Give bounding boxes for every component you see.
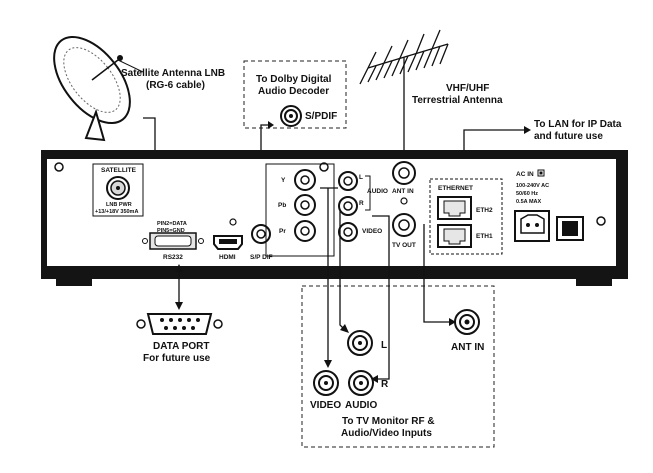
ac-in-label: AC IN <box>516 171 534 178</box>
hdmi-label: HDMI <box>219 254 236 261</box>
y-label: Y <box>281 177 286 184</box>
dolby-label-line1: To Dolby Digital <box>256 74 332 85</box>
audio-l-cable-arrow <box>340 324 349 333</box>
audio-r-cable-arrow <box>371 375 378 383</box>
panel-tv-out-label: TV OUT <box>392 242 416 249</box>
ac-voltage-label: 100-240V AC <box>516 183 549 189</box>
ac-freq-label: 50/60 Hz <box>516 191 538 197</box>
spdif-arrow <box>268 121 274 129</box>
panel-r-label: R <box>359 200 364 207</box>
data-port-label: DATA PORT <box>153 341 209 352</box>
component-y-jack <box>294 169 316 191</box>
tv-video-label: VIDEO <box>310 400 341 411</box>
panel-audio-label: AUDIO <box>367 188 388 195</box>
satellite-f-connector <box>106 176 130 200</box>
eth1-label: ETH1 <box>476 233 493 240</box>
tv-audio-label: AUDIO <box>345 400 377 411</box>
tv-box-label-line1: To TV Monitor RF & <box>342 416 435 427</box>
audio-bracket <box>365 175 371 211</box>
lan-arrow-right <box>524 126 531 134</box>
tv-box-label-line2: Audio/Video Inputs <box>341 428 432 439</box>
spdif-panel-label: S/P DIF <box>250 254 273 261</box>
tv-video-jack <box>313 370 339 396</box>
data-port-arrow-down <box>175 302 183 310</box>
lan-label-line1: To LAN for IP Data <box>534 119 622 130</box>
lnb-voltage-label: +13/+18V 350mA <box>95 209 138 215</box>
eth1-port <box>437 224 472 248</box>
data-port-arrow-up <box>175 264 183 272</box>
satellite-section-frame <box>92 163 144 217</box>
eth2-port <box>437 196 472 220</box>
audio-r-panel-jack <box>338 196 358 216</box>
video-cable-arrow <box>324 360 332 368</box>
tv-audio-l-jack <box>347 330 373 356</box>
dolby-label-line2: Audio Decoder <box>258 86 329 97</box>
ac-current-label: 0.5A MAX <box>516 199 541 205</box>
tv-out-cable-arrow <box>449 318 456 326</box>
terrestrial-label-line2: Terrestrial Antenna <box>412 95 503 106</box>
data-port-sublabel: For future use <box>143 353 211 364</box>
pin2-label: PIN2=DATA <box>157 221 187 227</box>
component-section-frame <box>265 163 335 257</box>
video-panel-jack <box>338 222 358 242</box>
lnb-pwr-label: LNB PWR <box>106 202 132 208</box>
pin5-label: PIN5=GND <box>157 228 185 234</box>
panel-ant-in-label: ANT IN <box>392 188 414 195</box>
terrestrial-antenna-icon <box>359 29 449 135</box>
satellite-dish-icon <box>53 35 144 142</box>
tv-monitor-box <box>301 285 495 448</box>
terrestrial-label-line1: VHF/UHF <box>446 83 489 94</box>
ac-power-socket <box>514 210 550 242</box>
tv-ant-in-connector <box>454 309 480 335</box>
power-switch <box>556 216 584 241</box>
pr-label: Pr <box>279 228 286 235</box>
ethernet-section-frame <box>429 178 503 255</box>
component-pr-jack <box>294 220 316 242</box>
tv-ant-in-label: ANT IN <box>451 342 484 353</box>
component-pb-jack <box>294 194 316 216</box>
eth2-label: ETH2 <box>476 207 493 214</box>
ant-in-panel-connector <box>392 161 416 185</box>
rs232-label: RS232 <box>163 254 183 261</box>
satellite-label-line1: Satellite Antenna LNB <box>121 68 225 79</box>
tv-out-cable <box>423 224 452 323</box>
lan-label-line2: and future use <box>534 131 603 142</box>
satellite-title: SATELLITE <box>101 167 137 174</box>
satellite-label-line2: (RG-6 cable) <box>146 80 205 91</box>
ground-screw <box>400 197 408 205</box>
data-port-connector <box>136 313 223 335</box>
ethernet-label: ETHERNET <box>438 185 473 192</box>
audio-l-panel-jack <box>338 171 358 191</box>
tv-audio-r-jack <box>348 370 374 396</box>
tv-out-panel-connector <box>392 213 416 237</box>
panel-video-label: VIDEO <box>362 228 382 235</box>
hdmi-port <box>213 235 243 250</box>
dolby-spdif-label: S/PDIF <box>305 111 337 122</box>
pb-label: Pb <box>278 202 286 209</box>
tv-r-label: R <box>381 379 389 390</box>
dolby-decoder-box <box>243 60 347 129</box>
panel-l-label: L <box>359 174 363 181</box>
ac-square-icon <box>537 169 545 177</box>
tv-l-label: L <box>381 340 387 351</box>
dolby-rca-jack <box>280 105 302 127</box>
audio-r-cable <box>372 215 390 380</box>
rs232-port <box>142 232 204 250</box>
spdif-panel-jack <box>251 224 271 244</box>
